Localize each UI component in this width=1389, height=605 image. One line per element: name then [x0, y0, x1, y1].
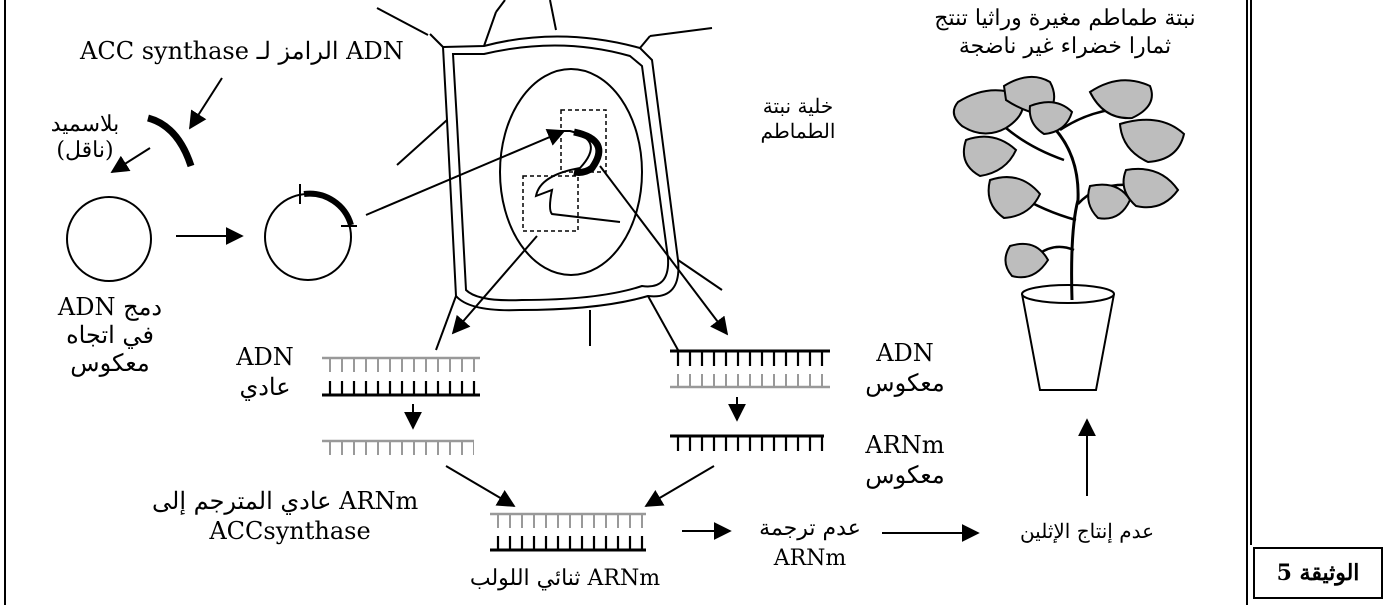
label-no-translation-1: عدم ترجمة [740, 516, 880, 541]
document-number-label: الوثيقة 5 [1253, 547, 1383, 599]
reversed-mrna [670, 436, 824, 451]
label-plant-1: نبتة طماطم مغيرة وراثيا تنتج [890, 6, 1240, 31]
label-normal-dna-2: عادي [225, 374, 305, 402]
label-no-ethylene: عدم إنتاج الإثلين [982, 520, 1192, 543]
label-reversed-dna-1: ADN [860, 340, 950, 368]
arrow-acc-to-fragment [190, 78, 222, 128]
arrow-normal-mrna-to-double [446, 466, 514, 506]
label-integration-2: في اتجاه [50, 322, 170, 350]
integrated-dna [574, 132, 599, 173]
acc-dna-fragment [148, 118, 191, 166]
arrow-plasmid-to-cell [366, 131, 564, 215]
plant-cell [377, 0, 722, 350]
label-reversed-mrna-1: ARNm [855, 432, 955, 460]
label-integration-3: معكوس [50, 350, 170, 378]
plasmid-circle [67, 197, 151, 281]
flower-pot [1022, 285, 1114, 390]
arrow-reversed-mrna-to-double [646, 466, 714, 506]
label-double-mrna: ARNm ثنائي اللولب [440, 566, 690, 591]
label-plasmid: بلاسميد [40, 112, 130, 137]
label-plant-cell-2: الطماطم [758, 120, 838, 143]
label-normal-mrna-2: ACCsynthase [175, 518, 405, 546]
tomato-plant [954, 77, 1184, 300]
label-normal-dna-1: ADN [225, 344, 305, 372]
recombinant-insert [304, 194, 351, 225]
label-integration-1: دمج ADN [50, 294, 170, 322]
double-stranded-mrna [490, 514, 646, 550]
arrow-to-reversed-dna [600, 166, 727, 334]
normal-mrna [322, 441, 474, 455]
label-reversed-dna-2: معكوس [860, 370, 950, 398]
label-plant-2: ثمارا خضراء غير ناضجة [890, 34, 1240, 59]
label-vector: (ناقل) [40, 138, 130, 163]
label-no-translation-2: ARNm [740, 546, 880, 571]
label-normal-mrna-1: ARNm عادي المترجم إلى [152, 488, 418, 516]
label-plant-cell-1: خلية نبتة [758, 95, 838, 118]
label-reversed-mrna-2: معكوس [855, 462, 955, 490]
normal-dna-strands [322, 358, 480, 395]
reversed-dna-strands [670, 351, 830, 387]
label-acc-dna: ADN الرامز لـ ACC synthase [80, 38, 404, 66]
